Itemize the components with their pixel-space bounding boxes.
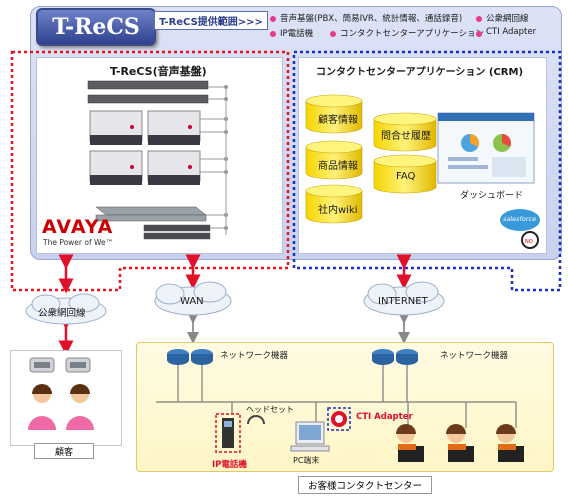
legend-bullet <box>476 16 482 22</box>
scope-label: T-ReCS提供範囲>>> <box>154 11 268 30</box>
legend-bullet <box>270 16 276 22</box>
legend-bullet <box>476 31 482 37</box>
legend-bullet <box>330 31 336 37</box>
internet-label: INTERNET <box>378 296 428 307</box>
router-label-internet: ネットワーク機器 <box>440 351 509 361</box>
customer-center-label: お客様コンタクトセンター <box>307 481 422 492</box>
legend-public-line: 公衆網回線 <box>486 14 529 24</box>
avaya-logo: AVAYA <box>42 216 114 238</box>
salesforce-logo: salesforce <box>503 215 537 223</box>
db-product-info: 商品情報 <box>318 161 358 172</box>
legend-ip-phone: IP電話機 <box>280 29 314 39</box>
legend-cti-adapter: CTI Adapter <box>486 27 537 37</box>
legend-voice-platform: 音声基盤(PBX、簡易IVR、統計情報、通話録音) <box>280 14 463 24</box>
customer-illustration <box>28 357 94 430</box>
legend-bullet <box>270 31 276 37</box>
public-line-label: 公衆網回線 <box>38 308 86 319</box>
db-internal-wiki: 社内wiki <box>318 205 358 216</box>
router-label-wan: ネットワーク機器 <box>220 351 289 361</box>
customer-center-caption: お客様コンタクトセンター <box>298 476 432 494</box>
legend-contact-app: コンタクトセンターアプリケーション <box>340 29 484 39</box>
dashboard-label: ダッシュボード <box>460 191 524 201</box>
db-customer-info: 顧客情報 <box>318 115 358 126</box>
ip-phone-label: IP電話機 <box>212 460 247 470</box>
db-faq: FAQ <box>396 171 416 182</box>
voice-platform-title: T-ReCS(音声基盤) <box>110 65 207 78</box>
crm-databases-illustration: NO <box>305 94 540 249</box>
pc-label: PC端末 <box>293 456 320 465</box>
db-inquiry-history: 問合せ履歴 <box>381 131 431 142</box>
crm-title: コンタクトセンターアプリケーション (CRM) <box>316 67 524 78</box>
customer-label: 顧客 <box>54 447 73 458</box>
cti-adapter-label: CTI Adapter <box>356 412 413 422</box>
trecs-logo: T-ReCS <box>36 8 156 46</box>
avaya-tagline: The Power of We™ <box>43 238 114 247</box>
pbx-hardware-illustration <box>87 80 228 240</box>
svg-text:NO: NO <box>525 239 533 245</box>
headset-label: ヘッドセット <box>246 405 294 414</box>
customer-caption: 顧客 <box>34 443 94 459</box>
wan-label: WAN <box>180 296 204 307</box>
contact-center-network <box>156 349 524 462</box>
